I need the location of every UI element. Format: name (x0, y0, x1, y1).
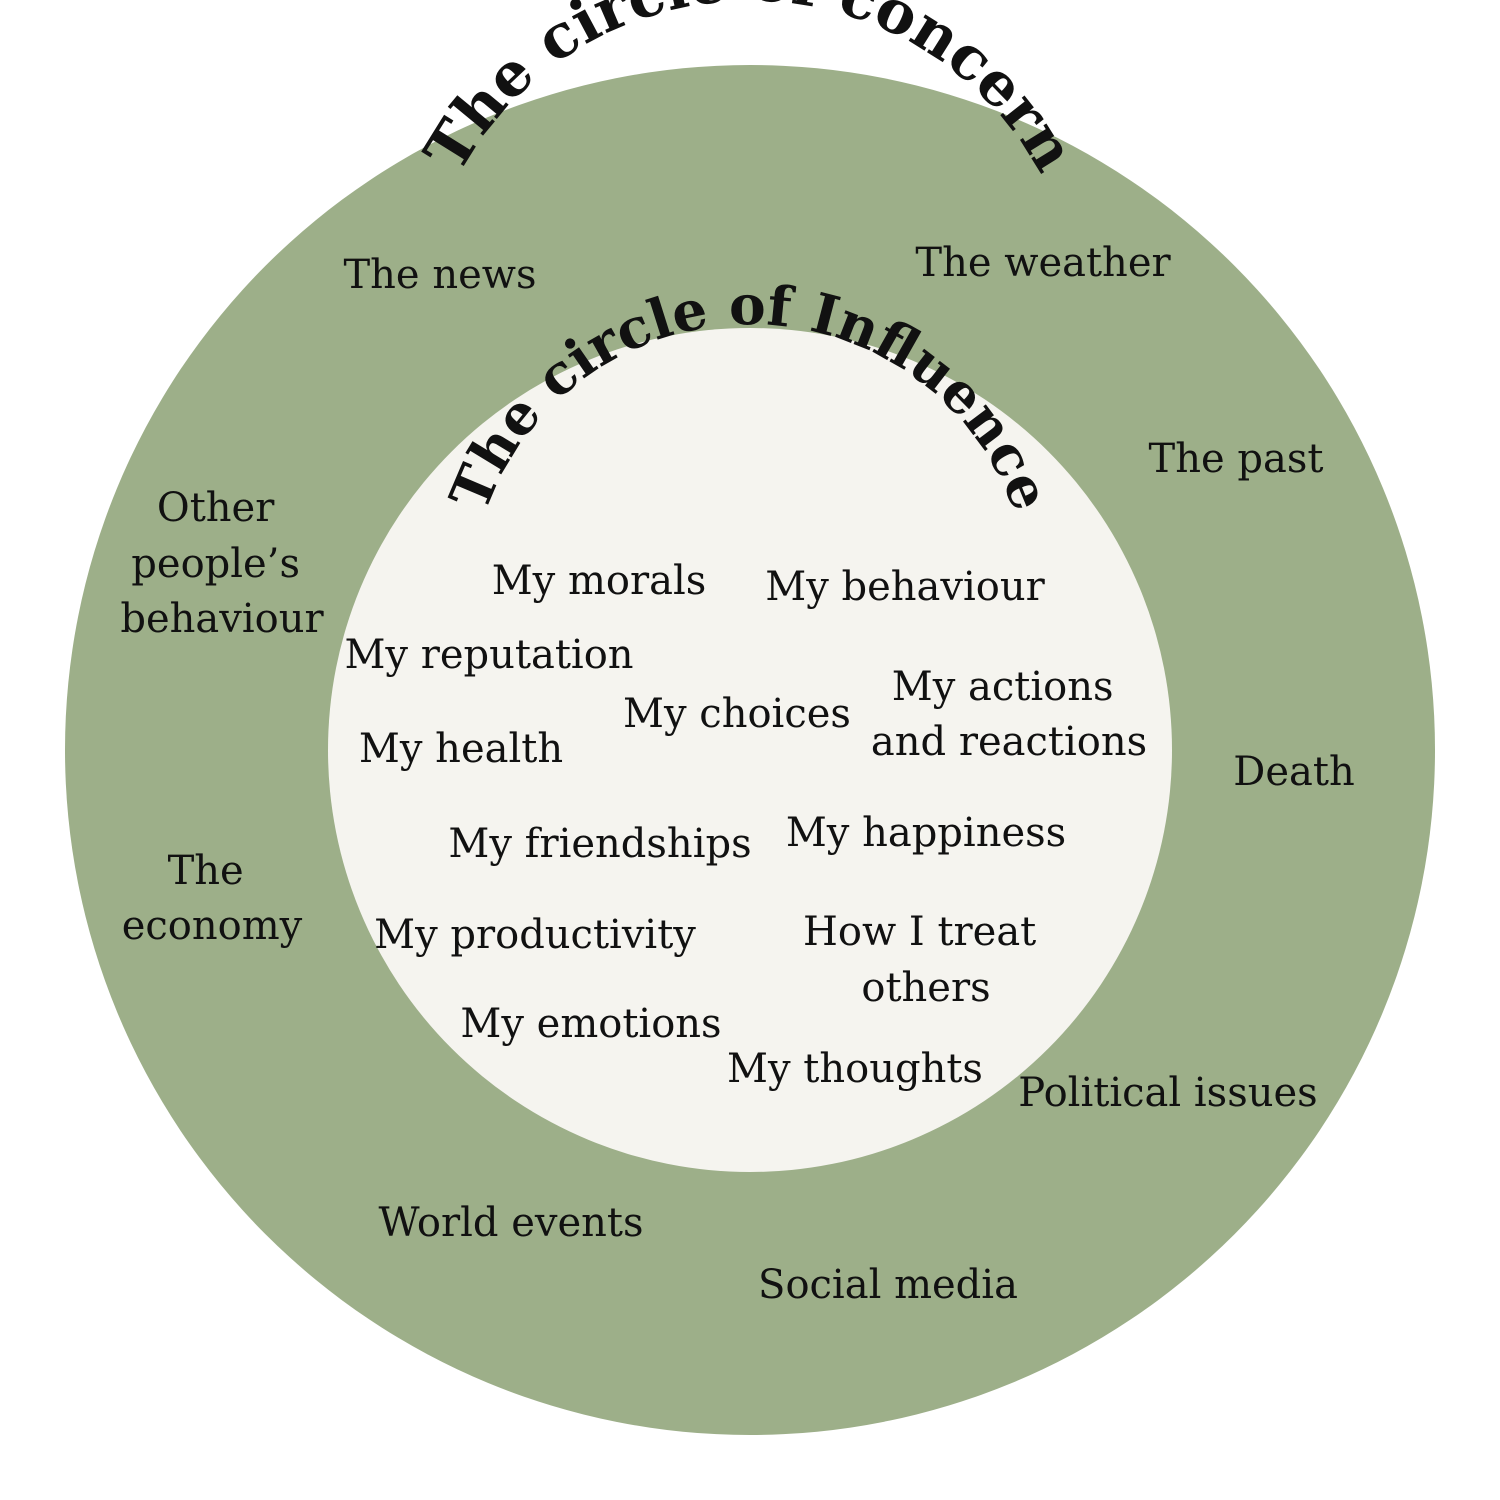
influence-item-thoughts: My thoughts (727, 1046, 983, 1092)
influence-item-health: My health (359, 726, 563, 772)
influence-item-reputation: My reputation (344, 632, 633, 678)
concern-item-weather: The weather (915, 240, 1171, 286)
influence-item-treat-others: How I treat others (803, 909, 1049, 1011)
influence-item-choices: My choices (623, 691, 851, 737)
influence-item-behaviour: My behaviour (765, 564, 1045, 610)
concern-item-world-events: World events (378, 1200, 643, 1246)
influence-item-happiness: My happiness (786, 810, 1066, 856)
influence-item-friendships: My friendships (448, 821, 751, 867)
influence-item-morals: My morals (492, 558, 707, 604)
concern-item-death: Death (1233, 749, 1354, 795)
concern-item-political-issues: Political issues (1018, 1070, 1317, 1116)
circle-of-influence (328, 328, 1172, 1172)
concern-item-news: The news (343, 252, 536, 298)
concern-item-economy: The economy (122, 848, 303, 949)
concern-item-other-behaviour: Other people’s behaviour (120, 485, 324, 642)
influence-item-productivity: My productivity (374, 912, 696, 958)
concern-item-past: The past (1149, 436, 1324, 482)
concern-item-social-media: Social media (758, 1262, 1018, 1308)
influence-item-emotions: My emotions (460, 1001, 721, 1047)
influence-item-actions: My actions and reactions (871, 664, 1147, 765)
